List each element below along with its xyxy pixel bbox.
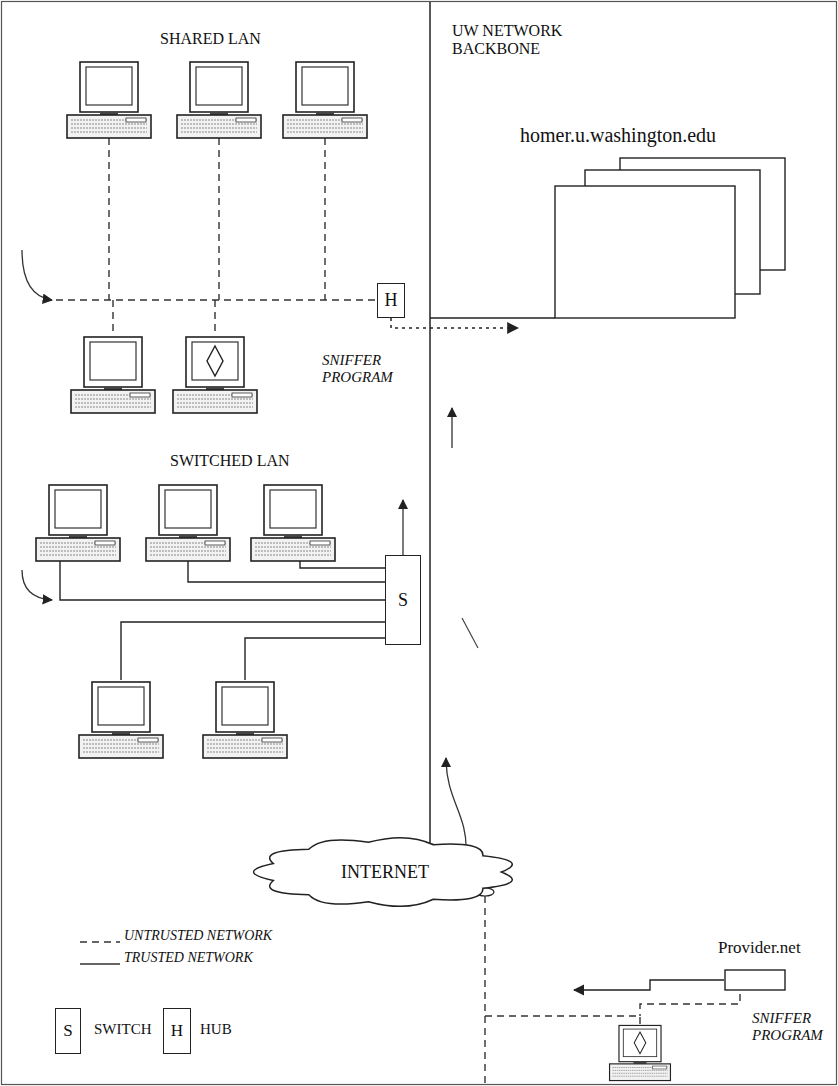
server-stack: homer.u.washington.edu	[518, 124, 790, 336]
server-stack-outline	[518, 124, 790, 336]
legend-hub-box: H	[163, 1008, 191, 1054]
computer-icon	[203, 682, 287, 758]
section-label: SWITCHED LAN	[170, 452, 290, 470]
backbone-line	[429, 2, 431, 852]
cloud-outline	[254, 838, 513, 907]
traffic-arrow	[446, 758, 466, 852]
hub-box: H	[377, 283, 405, 318]
computer-icon	[146, 485, 230, 561]
computer-icon	[283, 62, 367, 138]
node-text: homer.u.washington.edu	[518, 124, 716, 147]
untrusted-line	[640, 994, 740, 1016]
computer-icon	[36, 485, 120, 561]
switch-port-line	[60, 561, 386, 600]
traffic-arrow	[451, 408, 452, 448]
provider-box	[725, 970, 785, 990]
computer-icon	[177, 62, 261, 138]
node-text: H	[385, 290, 398, 311]
computer-icon	[67, 62, 151, 138]
drop-line	[218, 138, 219, 300]
computer-icon	[79, 682, 163, 758]
computer-icon	[71, 337, 155, 413]
provider-host: Provider.net	[718, 938, 805, 994]
drop-line	[214, 300, 215, 335]
traffic-stroke	[462, 618, 478, 648]
backbone-label: UW NETWORK BACKBONE	[452, 22, 582, 59]
legend-text: HUB	[200, 1021, 232, 1038]
switch-port-line	[121, 622, 386, 680]
legend-switch-box: S	[55, 1008, 81, 1054]
legend-line-sample	[80, 956, 120, 966]
shared-bus	[56, 299, 378, 300]
pointer-arrow	[22, 570, 52, 600]
dotted-connector	[391, 318, 518, 328]
node-text: Provider.net	[718, 938, 801, 958]
backbone-branch	[430, 317, 555, 319]
drop-line	[324, 138, 325, 300]
untrusted-line	[484, 896, 485, 1086]
switched-lan-wiring	[60, 561, 386, 680]
node-text: S	[63, 1021, 72, 1041]
legend-line-sample	[80, 934, 120, 944]
sniffer-computer-icon	[173, 337, 257, 413]
switch-port-line	[188, 561, 386, 582]
node-text: H	[171, 1021, 183, 1041]
sniffer-label: SNIFFER PROGRAM	[322, 352, 406, 387]
provider-arrow	[574, 980, 724, 990]
drop-line	[108, 138, 109, 300]
legend-entry: UNTRUSTED NETWORK	[80, 928, 272, 944]
legend-line-sample	[80, 941, 120, 942]
legend-text: TRUSTED NETWORK	[124, 950, 253, 966]
shared-lan-wiring	[56, 138, 378, 335]
switch-port-line	[300, 561, 386, 568]
section-label: SHARED LAN	[160, 30, 261, 48]
legend-text: UNTRUSTED NETWORK	[124, 928, 272, 944]
pointer-arrow	[22, 250, 52, 300]
legend-entry: SWITCH	[94, 1021, 152, 1038]
sniffer-label: SNIFFER PROGRAM	[752, 1010, 832, 1045]
server-frame	[555, 186, 735, 318]
node-text: S	[398, 590, 408, 611]
node-text: INTERNET	[341, 862, 429, 883]
sniffer-computer-icon	[610, 1025, 671, 1080]
switch-port-line	[245, 638, 386, 680]
uplink-arrow	[402, 500, 403, 555]
legend-entry: TRUSTED NETWORK	[80, 950, 253, 966]
legend-entry: HUB	[200, 1021, 232, 1038]
legend-text: SWITCH	[94, 1021, 152, 1038]
drop-line	[112, 300, 113, 335]
switch-box: S	[385, 555, 421, 645]
untrusted-line	[485, 1016, 640, 1024]
legend-line-sample	[80, 963, 120, 964]
internet-cloud: INTERNET	[250, 836, 520, 908]
computer-icon	[251, 485, 335, 561]
